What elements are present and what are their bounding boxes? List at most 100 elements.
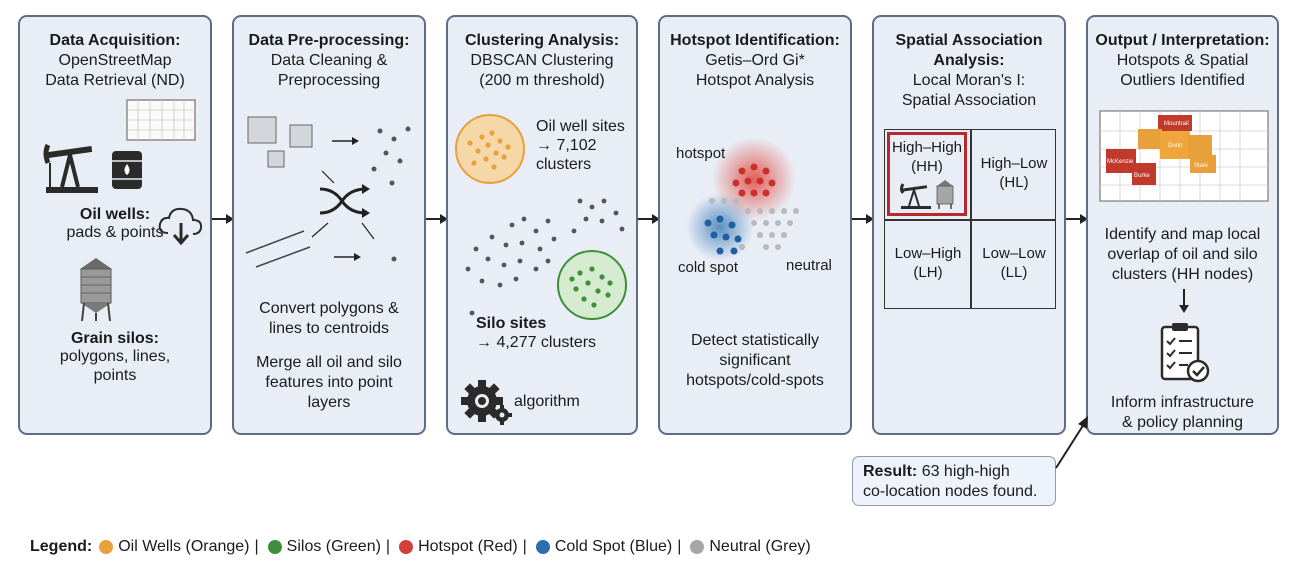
oil-sites-line-3: clusters xyxy=(536,156,592,173)
legend-item-hotspot: Hotspot (Red) xyxy=(418,538,518,555)
silo-sites-label: Silo sites xyxy=(476,315,547,332)
map-label-dunn: Dunn xyxy=(1168,143,1182,149)
panel-subtitle-2: Spatial Association xyxy=(901,92,1037,109)
output-note-2: overlap of oil and silo xyxy=(1107,246,1258,263)
grain-silos-detail-2: points xyxy=(93,367,137,384)
panel-title: Clustering Analysis: xyxy=(464,32,620,49)
quadrant-hl-label: High–Low xyxy=(980,155,1048,172)
algorithm-label: algorithm xyxy=(514,393,580,410)
quadrant-hl-code: (HL) xyxy=(999,174,1029,191)
flow-arrow-4 xyxy=(852,214,874,224)
panel-subtitle-1: Hotspots & Spatial xyxy=(1116,52,1249,69)
legend-title: Legend: xyxy=(30,538,93,555)
quadrant-lh-code: (LH) xyxy=(913,264,943,281)
flow-arrow-5 xyxy=(1066,214,1088,224)
flow-arrow-1 xyxy=(212,214,234,224)
legend: Legend: Oil Wells (Orange) | Silos (Gree… xyxy=(30,538,811,556)
panel-title-1: Spatial Association xyxy=(895,32,1043,49)
panel-subtitle-2: Preprocessing xyxy=(277,72,381,89)
quadrant-lh-label: Low–High xyxy=(894,245,962,262)
legend-item-oil: Oil Wells (Orange) xyxy=(118,538,250,555)
policy-note-1: Inform infrastructure xyxy=(1110,394,1255,411)
hotspot-label: hotspot xyxy=(676,145,726,162)
legend-item-coldspot: Cold Spot (Blue) xyxy=(554,538,673,555)
panel-spatial-association: Spatial Association Analysis: Local Mora… xyxy=(872,15,1066,435)
quadrant-ll: Low–Low (LL) xyxy=(973,244,1055,282)
panel-subtitle-2: Outliers Identified xyxy=(1120,72,1245,89)
gear-icon xyxy=(461,380,512,425)
hotspot-note-1: Detect statistically xyxy=(690,332,820,349)
panel-title: Data Acquisition: xyxy=(49,32,181,49)
quadrant-ll-label: Low–Low xyxy=(982,245,1046,262)
panel-subtitle-1: Data Cleaning & xyxy=(270,52,388,69)
panel-title: Output / Interpretation: xyxy=(1095,32,1270,49)
panel-pre-processing: Data Pre-processing: Data Cleaning & Pre… xyxy=(232,15,426,435)
quadrant-ll-code: (LL) xyxy=(1000,264,1028,281)
oil-sites-text: Oil well sites → 7,102 clusters xyxy=(536,117,625,174)
cold-spot-label: cold spot xyxy=(678,259,739,276)
north-dakota-map-icon xyxy=(126,99,196,141)
grain-silos-detail-1: polygons, lines, xyxy=(59,348,171,365)
map-label-stark: Stark xyxy=(1194,163,1209,169)
panel-clustering: Clustering Analysis: DBSCAN Clustering (… xyxy=(446,15,638,435)
quadrant-hl: High–Low (HL) xyxy=(973,154,1055,192)
legend-swatch-oil xyxy=(99,540,114,554)
panel-hotspot: Hotspot Identification: Getis–Ord Gi* Ho… xyxy=(658,15,852,435)
result-connector-arrow xyxy=(1055,416,1088,469)
legend-swatch-hotspot xyxy=(399,540,414,554)
oil-sites-line-1: Oil well sites xyxy=(536,118,625,135)
down-arrow-icon xyxy=(1179,289,1189,313)
oil-sites-line-2: → 7,102 xyxy=(536,137,597,154)
oil-silo-overlap-icon xyxy=(900,180,954,209)
clipboard-checklist-icon xyxy=(1160,323,1210,383)
panel-subtitle-2: (200 m threshold) xyxy=(479,72,605,89)
quadrant-hh-label: High–High xyxy=(891,139,963,156)
centroid-conversion-illustration xyxy=(245,116,411,268)
oil-wells-label: Oil wells: xyxy=(79,206,151,223)
legend-item-neutral: Neutral (Grey) xyxy=(709,538,811,555)
hotspot-note-3: hotspots/cold-spots xyxy=(686,372,824,389)
oil-wells-detail: pads & points xyxy=(66,224,164,241)
silo-sites-clusters: → 4,277 clusters xyxy=(476,334,597,351)
output-note-3: clusters (HH nodes) xyxy=(1111,266,1254,283)
map-label-mckenzie: McKenzie xyxy=(1107,159,1134,165)
flow-arrow-3 xyxy=(638,214,660,224)
quadrant-hh-code: (HH) xyxy=(911,158,943,175)
legend-separator: | xyxy=(522,538,527,555)
legend-separator: | xyxy=(677,538,682,555)
legend-item-silo: Silos (Green) xyxy=(286,538,381,555)
policy-note-2: & policy planning xyxy=(1122,414,1243,431)
legend-swatch-silo xyxy=(267,540,282,554)
panel-title: Hotspot Identification: xyxy=(670,32,840,49)
convert-note-2: lines to centroids xyxy=(268,320,390,337)
legend-separator: | xyxy=(254,538,259,555)
panel-subtitle-1: OpenStreetMap xyxy=(58,52,172,69)
grain-silo-icon xyxy=(80,258,112,322)
grain-silos-label: Grain silos: xyxy=(70,330,160,347)
legend-separator: | xyxy=(385,538,391,555)
hotspot-note-2: significant xyxy=(719,352,791,369)
panel-subtitle-1: DBSCAN Clustering xyxy=(470,52,614,69)
legend-swatch-neutral xyxy=(690,540,705,554)
hotspot-map-illustration xyxy=(686,137,799,261)
output-note-1: Identify and map local xyxy=(1104,226,1261,243)
pumpjack-icon xyxy=(43,143,98,193)
convert-note-1: Convert polygons & xyxy=(259,300,399,317)
panel-title: Data Pre-processing: xyxy=(248,32,410,49)
quadrant-hh: High–High (HH) xyxy=(887,138,967,176)
merge-note-2: features into point xyxy=(265,374,393,391)
panel-subtitle-1: Getis–Ord Gi* xyxy=(705,52,805,69)
merge-note-1: Merge all oil and silo xyxy=(256,354,402,371)
morans-quadrant-grid: High–High (HH) High–Low (HL) Low–High (L… xyxy=(884,129,1056,309)
result-text-2: co-location nodes found. xyxy=(863,483,1038,500)
result-line-1: Result: 63 high-high xyxy=(863,462,1045,482)
panel-subtitle-2: Data Retrieval (ND) xyxy=(45,72,185,89)
hh-quadrant-highlight xyxy=(887,132,967,216)
flow-arrow-2 xyxy=(426,214,448,224)
result-label: Result: xyxy=(863,463,918,480)
result-box: Result: 63 high-high co-location nodes f… xyxy=(852,456,1056,506)
merge-note-3: layers xyxy=(307,394,351,411)
panel-data-acquisition: Data Acquisition: OpenStreetMap Data Ret… xyxy=(18,15,212,435)
legend-swatch-coldspot xyxy=(535,540,550,554)
panel-subtitle-1: Local Moran's I: xyxy=(912,72,1026,89)
